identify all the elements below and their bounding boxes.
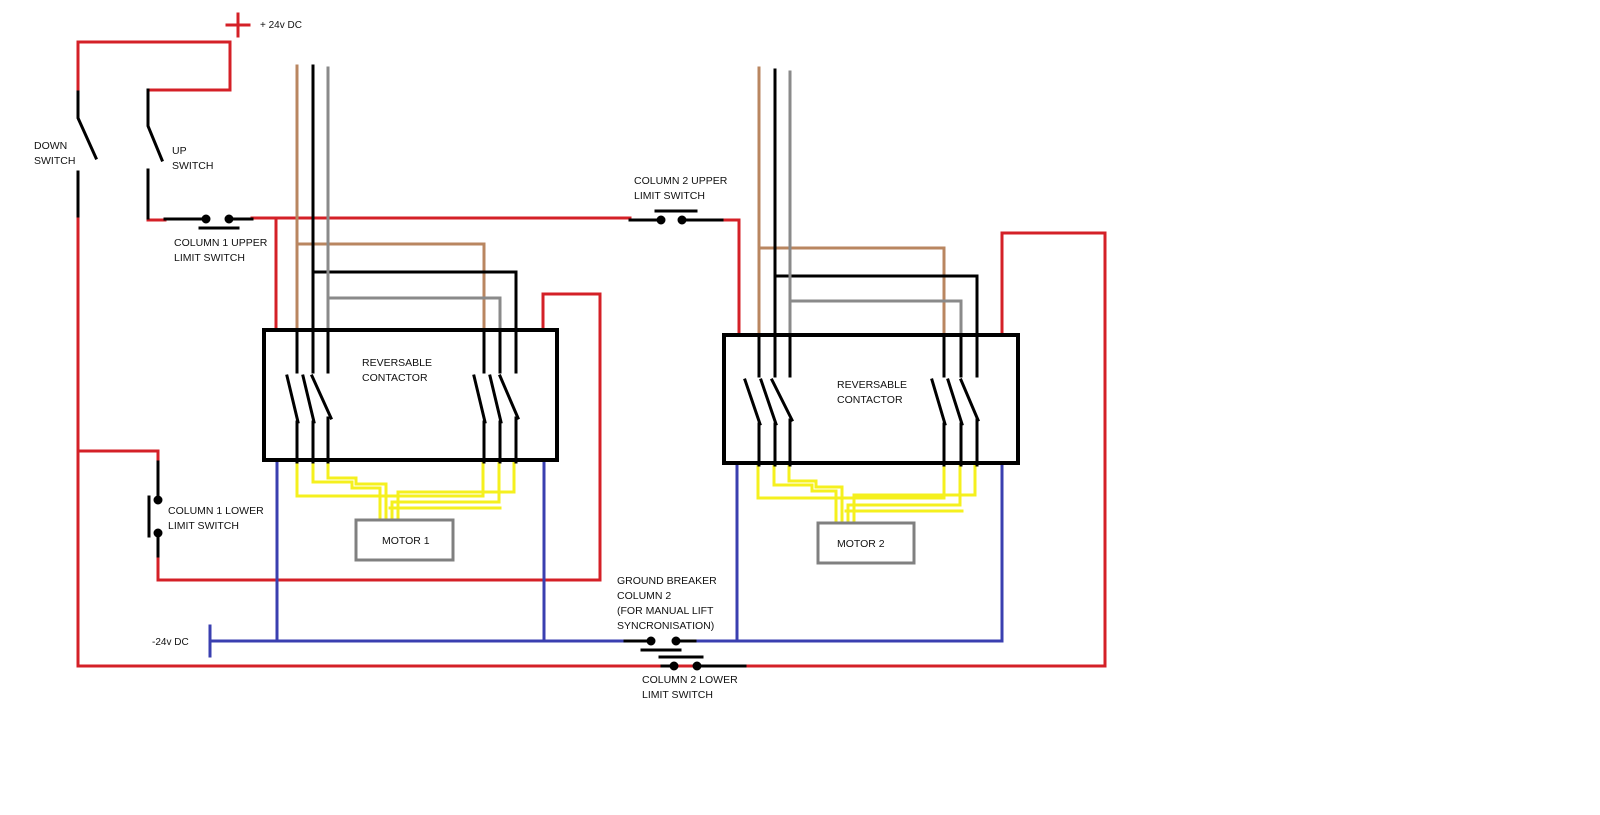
up-switch-symbol [146, 88, 164, 220]
negative-24v-wires [208, 460, 1004, 658]
down-switch-label: DOWN SWITCH [34, 140, 75, 167]
motor-2-wires [756, 463, 977, 524]
column-1-upper-limit-label: COLUMN 1 UPPER LIMIT SWITCH [174, 237, 270, 264]
contactor-2-contacts [743, 333, 980, 467]
motor-1-label: MOTOR 1 [382, 535, 430, 547]
ground-breaker-label: GROUND BREAKER COLUMN 2 (FOR MANUAL LIFT… [617, 575, 720, 632]
column-1-upper-limit-symbol [163, 214, 254, 230]
column-2-upper-limit-label: COLUMN 2 UPPER LIMIT SWITCH [634, 175, 730, 202]
motor-2-box [816, 521, 916, 565]
motor-2-label: MOTOR 2 [837, 538, 885, 550]
motor-1-wires [295, 460, 516, 521]
contactor-2-box [722, 333, 1020, 465]
contactor-1-contacts [285, 328, 520, 464]
down-switch-symbol [76, 90, 98, 218]
motor-1-box [354, 518, 455, 562]
column-1-lower-limit-symbol [147, 460, 163, 558]
contactor-2-feed-wires [757, 66, 979, 337]
negative-supply-label: -24v DC [152, 637, 189, 648]
positive-supply-label: + 24v DC [260, 20, 302, 31]
ground-breaker-symbol [623, 636, 697, 652]
column-2-lower-limit-symbol [658, 655, 747, 671]
contactor-1-label: REVERSABLE CONTACTOR [362, 357, 435, 384]
up-switch-label: UP SWITCH [172, 145, 213, 172]
positive-24v-wires [76, 12, 1107, 668]
column-2-upper-limit-symbol [628, 209, 724, 225]
column-2-lower-limit-label: COLUMN 2 LOWER LIMIT SWITCH [642, 674, 741, 701]
contactor-1-feed-wires [295, 64, 518, 332]
contactor-1-box [262, 328, 559, 462]
contactor-2-label: REVERSABLE CONTACTOR [837, 379, 910, 406]
column-1-lower-limit-label: COLUMN 1 LOWER LIMIT SWITCH [168, 505, 267, 532]
